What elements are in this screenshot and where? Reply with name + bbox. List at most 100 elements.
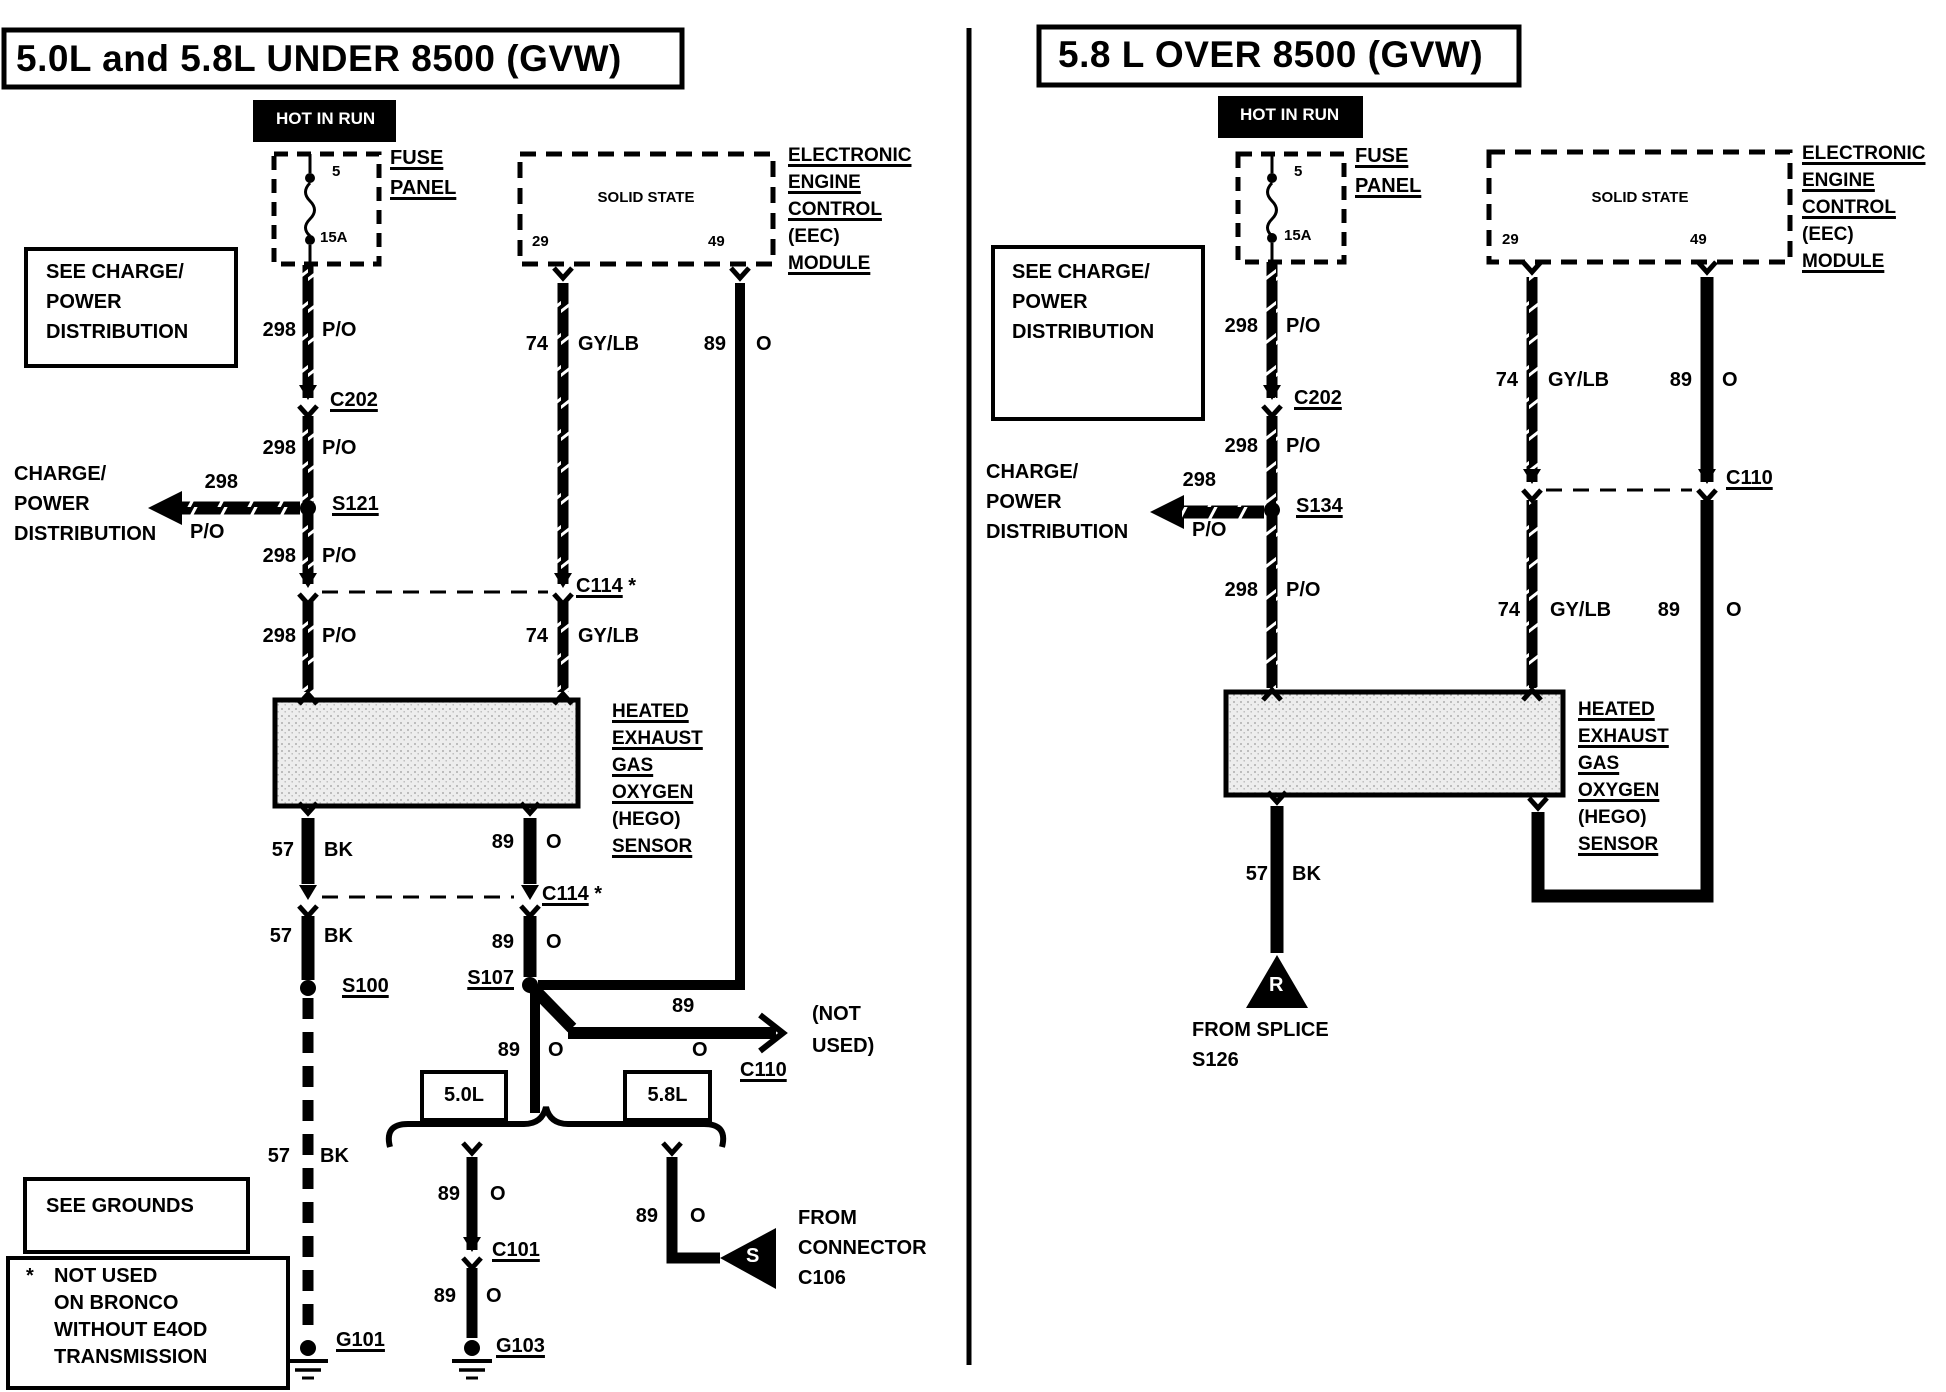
left-branch-58 [666, 1157, 720, 1264]
wire-num-89: 89 [703, 333, 726, 355]
wire-num-298: 298 [1224, 315, 1258, 337]
right-r-triangle-label: R [1269, 974, 1284, 996]
right-eec-label-2: ENGINE [1802, 170, 1875, 191]
left-c101-label: C101 [492, 1239, 540, 1261]
right-see-charge-1: SEE CHARGE/ [1012, 261, 1150, 283]
left-c202-label: C202 [330, 389, 378, 411]
right-s134-splice [1264, 502, 1280, 518]
left-from-connector-1: FROM [798, 1207, 857, 1229]
left-hego-5: (HEGO) [612, 809, 681, 830]
left-hego-6: SENSOR [612, 836, 693, 857]
left-c101-connector [463, 1237, 481, 1268]
left-from-connector-2: CONNECTOR [798, 1237, 927, 1259]
left-fuse-panel-label-1: FUSE [390, 147, 444, 169]
wire-color-po: P/O [322, 545, 357, 567]
left-s121-label: S121 [332, 493, 379, 515]
right-wire-74 [1526, 277, 1538, 688]
left-fuse-rating: 15A [320, 229, 348, 246]
left-g103-ground [450, 1338, 494, 1380]
left-s100-label: S100 [342, 975, 389, 997]
wire-num-89: 89 [433, 1285, 456, 1307]
right-s134-arrow [1150, 495, 1264, 529]
left-s100-splice [300, 980, 316, 996]
left-wire-298 [302, 265, 314, 692]
left-eec-label-2: ENGINE [788, 172, 861, 193]
left-see-charge-box [24, 247, 238, 368]
wire-num-89: 89 [672, 995, 695, 1017]
left-solid-state-label: SOLID STATE [597, 189, 695, 206]
right-s134-label: S134 [1296, 495, 1343, 517]
left-c114-lower-label: C114 * [542, 883, 603, 905]
right-see-charge-3: DISTRIBUTION [1012, 321, 1155, 343]
wire-color-gylb: GY/LB [578, 625, 640, 647]
left-wire-89 [538, 283, 745, 990]
right-hego-1: HEATED [1578, 699, 1655, 720]
right-hego-sensor-box [1223, 689, 1566, 798]
wire-color-po: P/O [322, 625, 357, 647]
right-title: 5.8 L OVER 8500 (GVW) [1058, 34, 1484, 75]
left-not-used-branch [528, 983, 788, 1054]
wire-color-bk: BK [324, 839, 353, 861]
right-eec-box [1486, 149, 1793, 265]
left-hego-3: GAS [612, 755, 654, 776]
left-split-brace [385, 1106, 727, 1148]
left-charge-dist-2: POWER [14, 493, 90, 515]
wire-num-298: 298 [262, 437, 296, 459]
wire-color-po: P/O [1286, 579, 1321, 601]
wire-color-gylb: GY/LB [578, 333, 640, 355]
right-charge-dist-1: CHARGE/ [986, 461, 1079, 483]
right-charge-dist-3: DISTRIBUTION [986, 521, 1129, 543]
wire-color-o: O [490, 1183, 506, 1205]
wire-num-89: 89 [437, 1183, 460, 1205]
left-s121-arrow [148, 491, 300, 525]
right-fuse-panel-label-2: PANEL [1355, 175, 1422, 197]
wire-color-o: O [1722, 369, 1738, 391]
wire-color-gylb: GY/LB [1548, 369, 1610, 391]
left-s-triangle [720, 1228, 776, 1289]
left-pin-49: 49 [708, 233, 725, 250]
left-not-used-1: (NOT [812, 1003, 861, 1025]
wire-color-bk: BK [324, 925, 353, 947]
left-g103-label: G103 [496, 1335, 545, 1357]
left-s-triangle-label: S [746, 1245, 760, 1267]
right-wire-298 [1266, 262, 1278, 688]
right-fuse-rating: 15A [1284, 227, 1312, 244]
wire-num-57: 57 [267, 1145, 290, 1167]
left-fuse-position: 5 [332, 163, 341, 180]
left-see-charge-2: POWER [46, 291, 122, 313]
right-eec-label-5: MODULE [1802, 251, 1885, 272]
wire-num-298: 298 [1224, 579, 1258, 601]
wire-num-298: 298 [262, 625, 296, 647]
wire-num-298: 298 [262, 545, 296, 567]
right-hot-in-run-box [1218, 96, 1363, 138]
wire-num-298: 298 [1182, 469, 1216, 491]
right-fuse-position: 5 [1294, 163, 1303, 180]
left-note-1: NOT USED [54, 1265, 158, 1287]
left-fuse-panel-box [271, 151, 382, 267]
right-fuse-panel-box [1235, 151, 1347, 265]
wire-color-o: O [692, 1039, 708, 1061]
right-solid-state-label: SOLID STATE [1591, 189, 1689, 206]
left-s107-label: S107 [467, 967, 514, 989]
wire-num-89: 89 [491, 831, 514, 853]
wire-color-po: P/O [190, 521, 225, 543]
wire-color-o: O [486, 1285, 502, 1307]
left-title-box [1, 27, 685, 90]
wire-num-298: 298 [262, 319, 296, 341]
wire-num-74: 74 [1497, 599, 1520, 621]
wire-color-bk: BK [1292, 863, 1321, 885]
left-c202-connector [299, 385, 317, 416]
left-hot-in-run-label: HOT IN RUN [276, 109, 376, 128]
right-c202-connector [1263, 385, 1281, 416]
left-not-used-2: USED) [812, 1035, 875, 1057]
right-from-splice-2: S126 [1192, 1049, 1239, 1071]
right-fuse-panel-label-1: FUSE [1355, 145, 1409, 167]
right-diagram-graphics [991, 24, 1793, 1008]
left-fuse-panel-label-2: PANEL [390, 177, 457, 199]
right-charge-dist-2: POWER [986, 491, 1062, 513]
wire-num-74: 74 [1495, 369, 1518, 391]
left-hot-in-run-box [253, 100, 396, 142]
left-hego-sensor-box [272, 697, 581, 809]
right-pin-29: 29 [1502, 231, 1519, 248]
left-note-star: * [26, 1265, 34, 1287]
